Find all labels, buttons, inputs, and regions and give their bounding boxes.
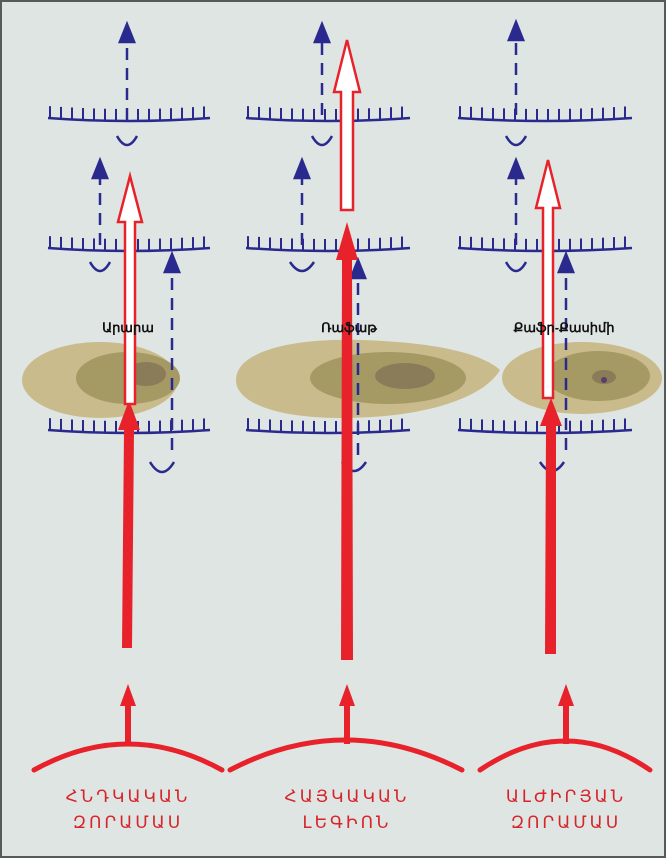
hill-label-arara: Արարա bbox=[102, 320, 154, 335]
hill-kafr-kasim bbox=[502, 342, 662, 414]
unit-arrows bbox=[120, 684, 574, 744]
main-attack-arrows bbox=[118, 222, 562, 660]
unit-label-armenian-line1: ՀԱՅԿԱԿԱՆ bbox=[285, 787, 410, 807]
hill-rafat bbox=[236, 339, 500, 418]
trench-lines bbox=[47, 106, 633, 435]
trench-line bbox=[47, 116, 211, 123]
unit-label-algerian-line2: ԶՈՐԱՄԱՍ bbox=[511, 813, 621, 833]
unit-label-algerian-line1: ԱԼԺԻՐՅԱՆ bbox=[506, 787, 626, 807]
main-arrow-col3 bbox=[540, 398, 562, 654]
hill-label-kafr-kasim: Քաֆր-Քասիմի bbox=[514, 320, 615, 335]
hollow-arrow-col3 bbox=[534, 159, 562, 400]
hollow-arrow-col2 bbox=[332, 39, 362, 212]
unit-label-indian-line2: ԶՈՐԱՄԱՍ bbox=[73, 813, 183, 833]
trench-line bbox=[457, 116, 633, 123]
unit-arcs bbox=[31, 737, 653, 773]
hill-label-rafat: Ռաֆաթ bbox=[321, 320, 377, 335]
main-arrow-col2 bbox=[336, 222, 358, 660]
unit-label-indian-line1: ՀՆԴԿԱԿԱՆ bbox=[66, 787, 191, 807]
hollow-arrows bbox=[116, 39, 562, 406]
unit-label-armenian-line2: ԼԵԳԻՈՆ bbox=[303, 813, 392, 833]
dashed-arrows bbox=[91, 18, 575, 455]
main-arrow-col1 bbox=[118, 400, 140, 648]
hollow-arrow-col1 bbox=[116, 171, 144, 406]
trench-line bbox=[457, 428, 633, 435]
